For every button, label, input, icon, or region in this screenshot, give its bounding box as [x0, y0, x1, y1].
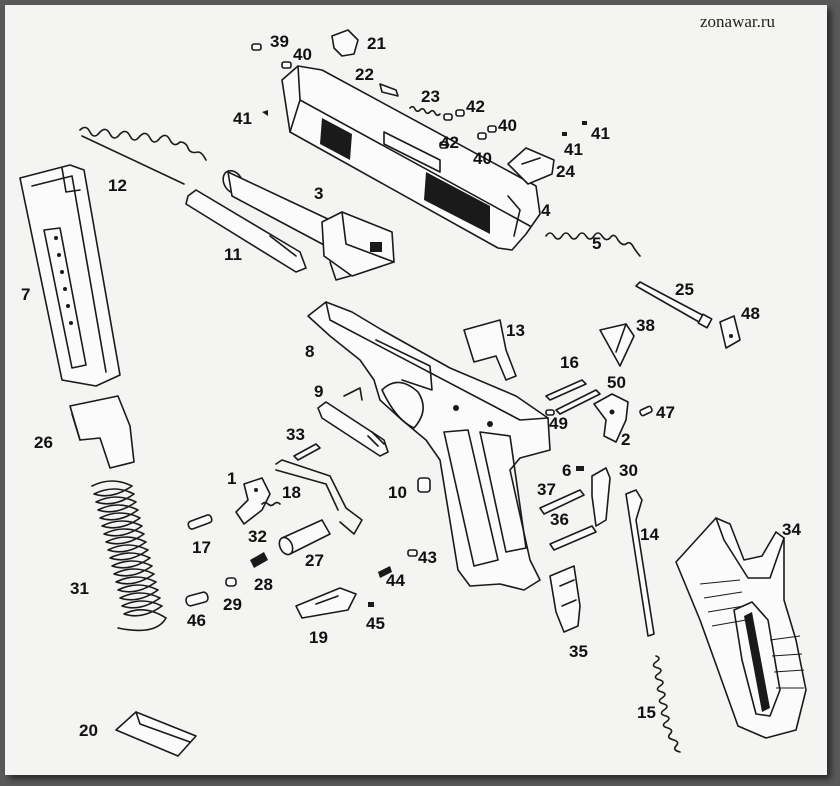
part-recoil-spring	[79, 126, 207, 185]
label-28: 28	[254, 575, 273, 594]
part-6-30	[576, 466, 611, 527]
part-9-trigger-bar	[317, 387, 389, 457]
label-13: 13	[506, 321, 525, 340]
part-38	[599, 323, 635, 367]
small-pins-47-49	[545, 405, 653, 417]
label-41a: 41	[233, 109, 252, 128]
label-43: 43	[418, 548, 437, 567]
label-6: 6	[562, 461, 571, 480]
label-48: 48	[741, 304, 760, 323]
part-21	[331, 29, 359, 57]
label-35: 35	[569, 642, 588, 661]
label-42a: 42	[466, 97, 485, 116]
part-magazine-body	[19, 164, 121, 387]
label-25: 25	[675, 280, 694, 299]
part-18	[275, 459, 363, 535]
part-17	[187, 514, 213, 530]
label-50: 50	[607, 373, 626, 392]
part-13	[463, 319, 517, 381]
part-16-pin	[545, 379, 601, 415]
label-11: 11	[224, 245, 242, 264]
part-35	[549, 565, 581, 633]
label-24: 24	[556, 162, 575, 181]
part-24	[507, 147, 555, 185]
part-46	[185, 591, 209, 607]
label-16: 16	[560, 353, 579, 372]
label-14: 14	[640, 525, 659, 544]
label-30: 30	[619, 461, 638, 480]
label-46: 46	[187, 611, 206, 630]
label-1: 1	[227, 469, 236, 488]
label-26: 26	[34, 433, 53, 452]
part-31-spring	[91, 480, 167, 632]
label-39: 39	[270, 32, 289, 51]
part-slide	[281, 65, 541, 251]
part-hammer	[593, 393, 629, 443]
label-49: 49	[549, 414, 568, 433]
label-10: 10	[388, 483, 407, 502]
label-41b: 41	[591, 124, 610, 143]
label-42b: 42	[440, 133, 459, 152]
part-23	[409, 105, 441, 117]
label-3: 3	[314, 184, 323, 203]
label-18: 18	[282, 483, 301, 502]
label-44: 44	[386, 571, 405, 590]
label-31: 31	[70, 579, 89, 598]
part-20-base-plate	[115, 711, 197, 757]
pins-36-37	[539, 489, 597, 551]
part-14	[625, 489, 655, 637]
part-barrel	[222, 169, 395, 281]
label-36: 36	[550, 510, 569, 529]
part-48	[719, 315, 741, 349]
label-40c: 40	[473, 149, 492, 168]
label-41c: 41	[564, 140, 583, 159]
label-4: 4	[541, 201, 551, 220]
label-40b: 40	[498, 116, 517, 135]
label-9: 9	[314, 382, 323, 401]
label-37: 37	[537, 480, 556, 499]
label-22: 22	[355, 65, 374, 84]
part-27	[278, 519, 331, 556]
label-8: 8	[305, 342, 314, 361]
label-38: 38	[636, 316, 655, 335]
part-28	[250, 552, 268, 568]
part-labels: 1 2 3 4 5 6 7 8 9 10 11 12 13 14 15 16 1…	[21, 32, 801, 740]
label-45: 45	[366, 614, 385, 633]
label-40a: 40	[293, 45, 312, 64]
label-29: 29	[223, 595, 242, 614]
label-34: 34	[782, 520, 801, 539]
label-5: 5	[592, 234, 601, 253]
label-17: 17	[192, 538, 211, 557]
label-12: 12	[108, 176, 127, 195]
part-22	[379, 83, 399, 97]
part-33	[293, 443, 321, 461]
part-34-grip	[675, 517, 807, 739]
part-frame	[307, 301, 551, 591]
small-pins-slide	[251, 43, 587, 149]
part-5-spring	[545, 232, 641, 257]
small-parts-43-45	[368, 549, 418, 607]
label-27: 27	[305, 551, 324, 570]
label-21: 21	[367, 34, 386, 53]
part-26	[69, 395, 135, 469]
label-7: 7	[21, 285, 30, 304]
label-2: 2	[621, 430, 630, 449]
part-trigger	[235, 477, 271, 525]
label-23: 23	[421, 87, 440, 106]
label-19: 19	[309, 628, 328, 647]
part-32	[261, 501, 281, 507]
watermark-text: zonawar.ru	[700, 12, 776, 31]
label-33: 33	[286, 425, 305, 444]
part-guide-rod	[185, 189, 307, 273]
part-10	[417, 477, 431, 493]
part-19	[295, 587, 357, 619]
part-25-firing-pin	[635, 281, 713, 329]
label-20: 20	[79, 721, 98, 740]
part-15-spring	[652, 655, 681, 753]
part-29	[225, 577, 237, 587]
label-32: 32	[248, 527, 267, 546]
label-47: 47	[656, 403, 675, 422]
label-15: 15	[637, 703, 656, 722]
